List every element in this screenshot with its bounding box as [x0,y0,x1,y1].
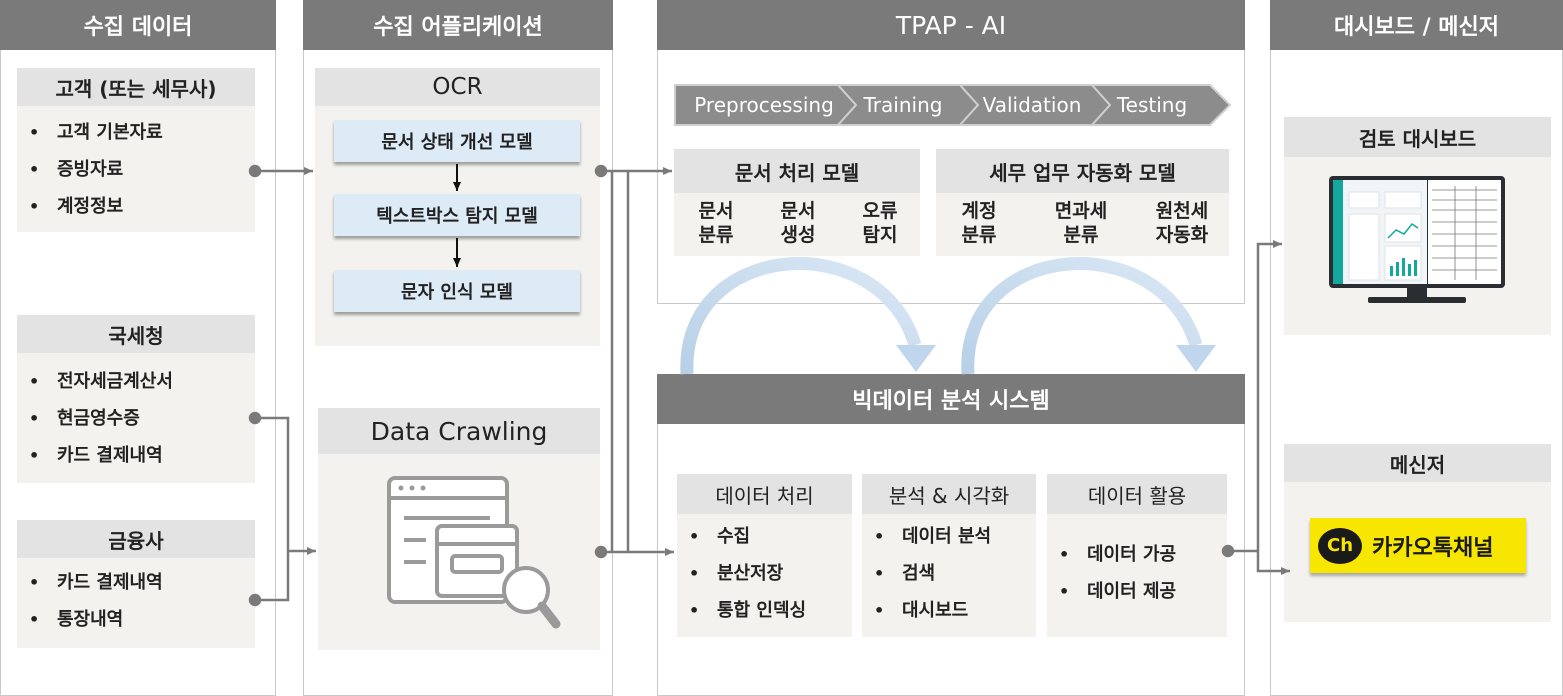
kakao-channel-badge-label: Ch [1326,535,1354,556]
output-column-header: 대시보드 / 메신저 [1270,0,1563,50]
feedback-arcs [680,257,1216,375]
bigdata-section-title: 데이터 처리 [715,483,814,508]
group-finance-title: 금융사 [108,528,164,553]
list-item: 데이터 가공 [1047,536,1227,573]
group-nts-panel: 전자세금계산서 현금영수증 카드 결제내역 [17,353,255,483]
bigdata-section-panel: 데이터 분석 검색 대시보드 [862,514,1036,637]
dashboard-header: 검토 대시보드 [1284,117,1551,157]
dashboard-title: 검토 대시보드 [1358,126,1477,151]
app-column-header: 수집 어플리케이션 [303,0,613,50]
ocr-model-box: 문자 인식 모델 [334,270,580,312]
list-item: 데이터 분석 [862,518,1036,555]
ocr-model-label: 텍스트박스 탐지 모델 [376,206,538,227]
connectors [248,164,1290,607]
messenger-title: 메신저 [1389,452,1446,477]
ocr-model-label: 문자 인식 모델 [401,282,513,303]
list-item: 분산저장 [677,555,852,592]
list-item: 통장내역 [17,601,255,638]
list-item: 카드 결제내역 [17,437,255,474]
tax-model-title: 세무 업무 자동화 모델 [989,160,1176,185]
group-customer-panel: 고객 기본자료 증빙자료 계정정보 [17,106,255,232]
bigdata-column-header: 빅데이터 분석 시스템 [657,374,1245,424]
list-item: 계정정보 [17,188,255,225]
bigdata-section-panel: 수집 분산저장 통합 인덱싱 [677,514,852,637]
bigdata-section-header: 분석 & 시각화 [862,474,1036,514]
doc-model-title: 문서 처리 모델 [734,160,860,185]
group-nts-header: 국세청 [17,315,255,353]
bigdata-section-title: 데이터 활용 [1087,483,1187,508]
pipeline-step-testing [1089,84,1232,126]
list-item: 전자세금계산서 [17,363,255,400]
ai-column-header: TPAP - AI [657,0,1245,50]
app-column-title: 수집 어플리케이션 [373,15,543,40]
group-finance-header: 금융사 [17,520,255,558]
bigdata-section-header: 데이터 활용 [1047,474,1227,514]
list-item: 증빙자료 [17,151,255,188]
group-customer-title: 고객 (또는 세무사) [55,76,217,101]
list-item: 현금영수증 [17,400,255,437]
group-nts-title: 국세청 [108,323,164,348]
bigdata-section-title: 분석 & 시각화 [888,483,1010,508]
ocr-model-label: 문서 상태 개선 모델 [381,132,533,153]
bigdata-section-header: 데이터 처리 [677,474,852,514]
group-customer-header: 고객 (또는 세무사) [17,68,255,106]
pipeline-label: Preprocessing [694,93,834,117]
list-item: 카드 결제내역 [17,564,255,601]
ai-column-title: TPAP - AI [895,10,1007,40]
pipeline: Preprocessing Training Validation Testin… [674,84,1232,126]
ocr-model-box: 텍스트박스 탐지 모델 [334,194,580,236]
list-item: 고객 기본자료 [17,114,255,151]
ocr-title: OCR [432,74,483,100]
list-item: 데이터 제공 [1047,573,1227,610]
output-column-title: 대시보드 / 메신저 [1333,15,1500,40]
bigdata-column-title: 빅데이터 분석 시스템 [852,389,1050,414]
list-item: 검색 [862,555,1036,592]
group-finance-panel: 카드 결제내역 통장내역 [17,558,255,648]
doc-model-header: 문서 처리 모델 [674,149,920,193]
data-column-header: 수집 데이터 [0,0,276,50]
crawl-title: Data Crawling [370,416,548,446]
crawl-header: Data Crawling [318,408,600,454]
tax-model-header: 세무 업무 자동화 모델 [936,149,1229,193]
pipeline-label: Training [863,93,943,117]
ocr-model-box: 문서 상태 개선 모델 [334,120,580,162]
browser-search-icon [387,476,561,629]
pipeline-label: Testing [1116,93,1187,117]
bigdata-section-panel: 데이터 가공 데이터 제공 [1047,514,1227,637]
list-item: 통합 인덱싱 [677,592,852,629]
kakao-channel-badge: Ch [1318,527,1362,564]
kakao-channel-banner: Ch 카카오톡채널 [1310,518,1526,573]
monitor-dashboard-icon [1329,176,1505,303]
kakao-channel-label: 카카오톡채널 [1372,535,1494,561]
list-item: 대시보드 [862,592,1036,629]
ocr-header: OCR [315,68,600,106]
list-item: 수집 [677,518,852,555]
messenger-header: 메신저 [1284,444,1551,482]
pipeline-label: Validation [983,93,1082,117]
data-column-title: 수집 데이터 [83,15,193,40]
